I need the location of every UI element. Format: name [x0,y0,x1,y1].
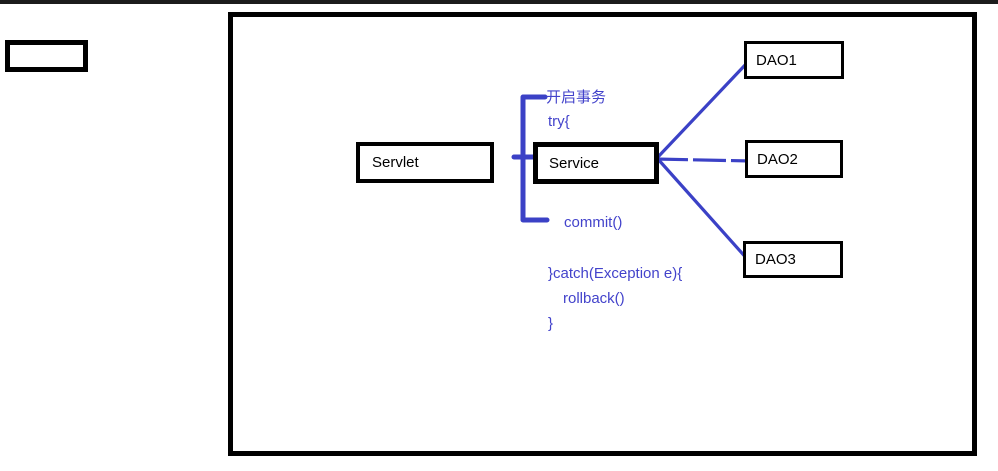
node-service: Service [533,142,659,184]
diagram-frame [228,12,977,456]
node-dao3-label: DAO3 [755,251,796,268]
node-dao1-label: DAO1 [756,51,797,69]
annotation-commit-call: commit() [564,214,623,231]
node-dao1: DAO1 [744,41,844,79]
node-service-label: Service [549,154,600,172]
annotation-begin-transaction: 开启事务 [546,89,607,106]
annotation-try-open: try{ [548,113,570,130]
node-dao2: DAO2 [745,140,843,178]
node-dao2-label: DAO2 [757,150,798,168]
node-dao3: DAO3 [743,241,843,278]
node-servlet: Servlet [356,142,494,183]
annotation-rollback-call: rollback() [563,290,625,307]
empty-small-box [5,40,88,72]
annotation-close-brace: } [548,315,554,332]
node-servlet-label: Servlet [372,154,419,171]
annotation-catch-open: }catch(Exception e){ [548,265,683,282]
window-top-edge [0,0,998,4]
